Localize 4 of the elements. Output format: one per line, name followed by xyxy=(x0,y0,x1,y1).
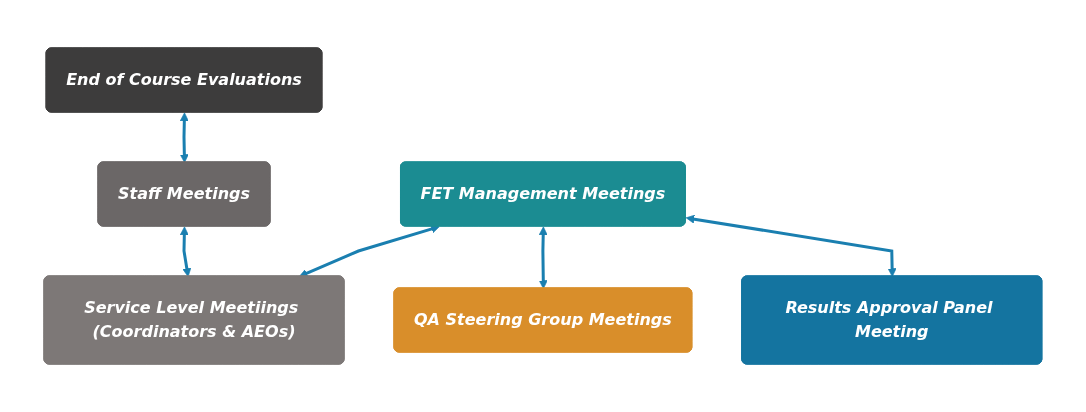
arrow xyxy=(180,112,189,163)
arrow xyxy=(538,226,548,289)
arrow xyxy=(685,214,897,277)
arrow xyxy=(180,226,192,277)
